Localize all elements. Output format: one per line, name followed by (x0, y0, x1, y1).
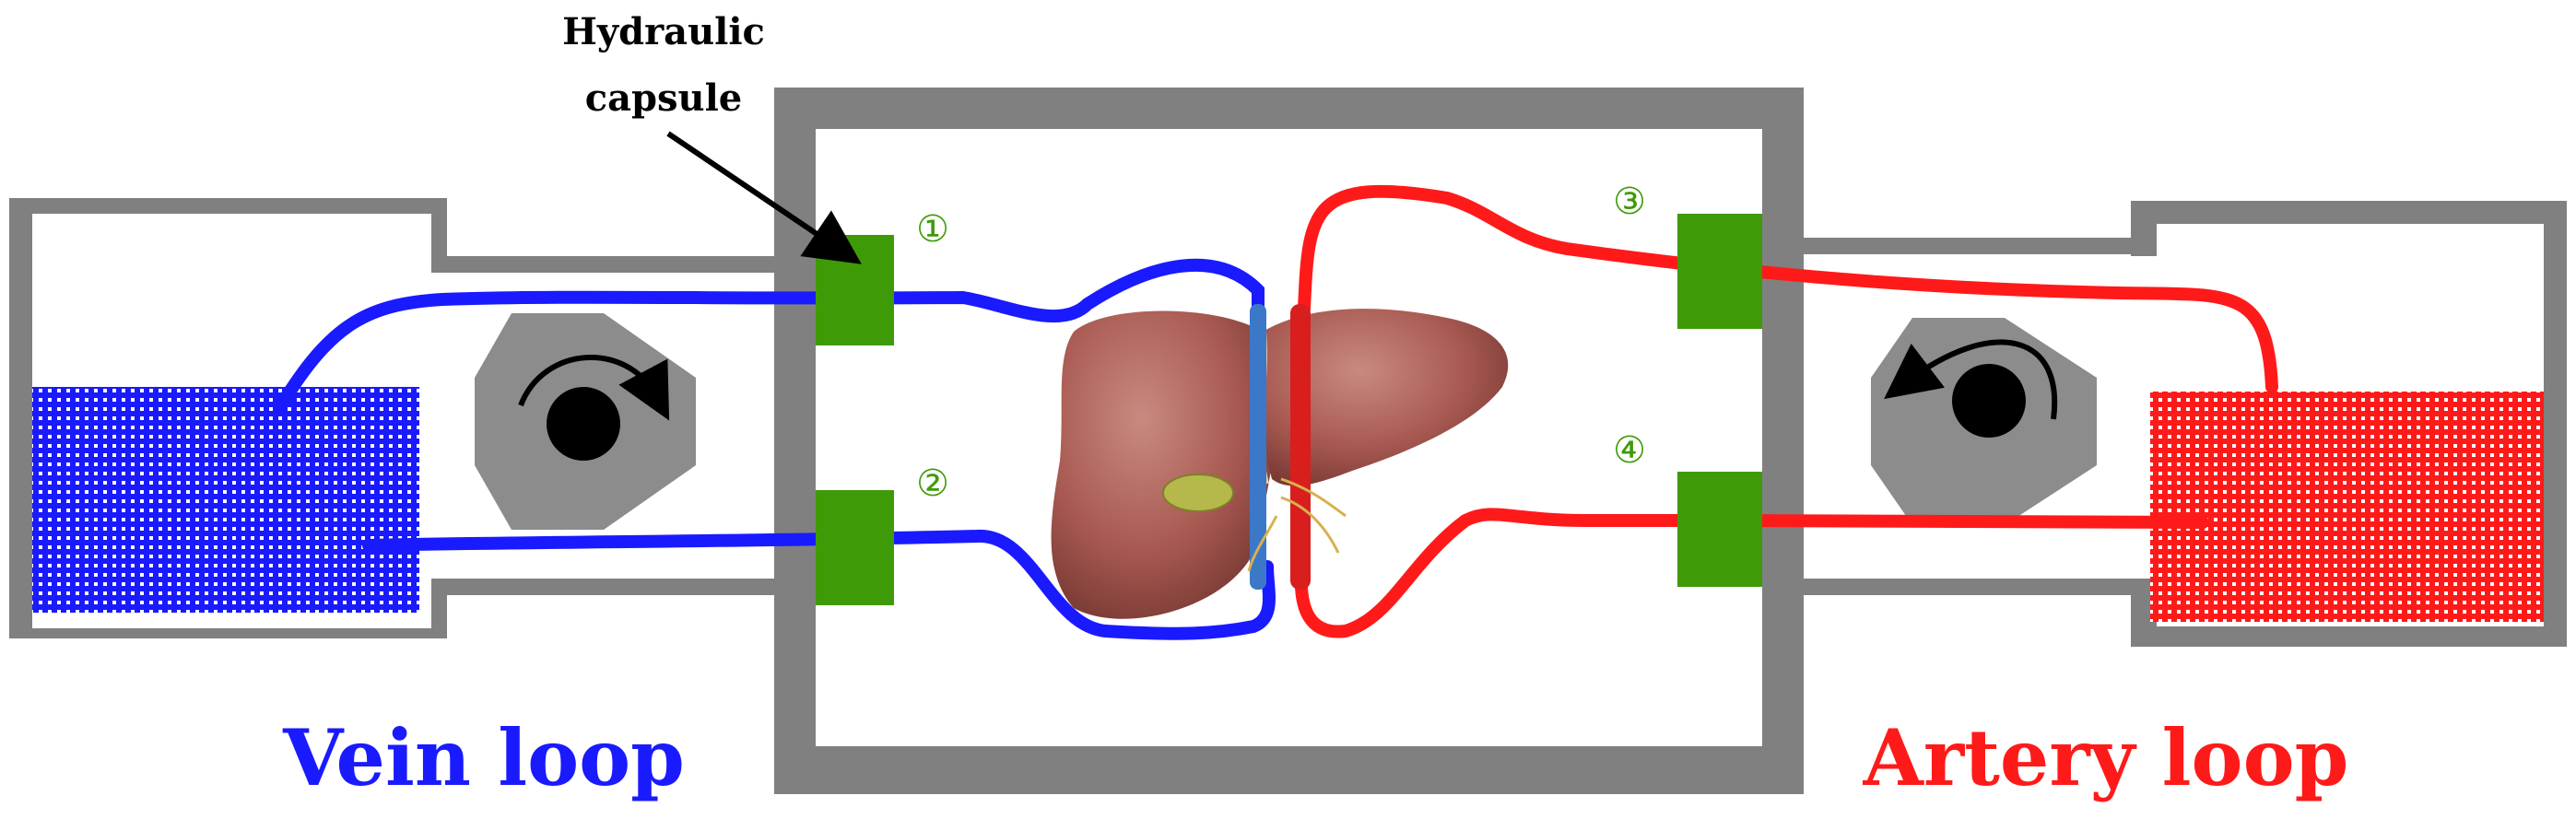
artery-pump-rotor (1952, 364, 2026, 438)
portal-vein-segment (1250, 304, 1266, 590)
vein-return-tube (362, 529, 1276, 640)
artery-return-tube (1294, 508, 2209, 638)
capsule-number-2: ② (916, 462, 949, 505)
annotation-arrow-icon (666, 131, 862, 264)
hydraulic-capsule-4 (1677, 472, 1762, 587)
gallbladder (1162, 474, 1234, 512)
vein-pump (475, 313, 696, 530)
hydraulic-capsule-2 (816, 490, 894, 605)
capsule-number-1: ① (916, 208, 949, 251)
artery-reservoir-fluid (2150, 392, 2544, 622)
vein-pump-rotor (547, 387, 620, 461)
annotation-line-1: Hydraulic (562, 10, 765, 53)
hydraulic-capsule-3 (1677, 214, 1762, 329)
artery-pump (1871, 318, 2097, 525)
vein-connector-top-rail (431, 256, 785, 273)
vein-loop-label: Vein loop (282, 712, 685, 803)
rotary-pump-counterclockwise-icon (1884, 339, 2058, 420)
artery-connector-top-rail (1802, 238, 2134, 254)
liver-left-lobe (1261, 309, 1509, 486)
liver-right-lobe (1051, 310, 1277, 619)
artery-loop-label: Artery loop (1863, 712, 2349, 803)
capsule-number-3: ③ (1613, 181, 1646, 223)
annotation-line-2: capsule (585, 76, 743, 120)
frames (9, 88, 2567, 794)
capsule-number-4: ④ (1613, 429, 1646, 472)
vein-reservoir-fluid (32, 387, 419, 613)
aorta-segment (1290, 304, 1311, 590)
hepatic-branches (1247, 477, 1347, 572)
artery-connector-bottom-rail (1802, 579, 2134, 595)
hydraulic-capsule-1 (816, 235, 894, 345)
liver-icon (1051, 304, 1509, 619)
rotary-pump-clockwise-icon (518, 355, 670, 421)
vein-connector-bottom-rail (431, 579, 785, 595)
